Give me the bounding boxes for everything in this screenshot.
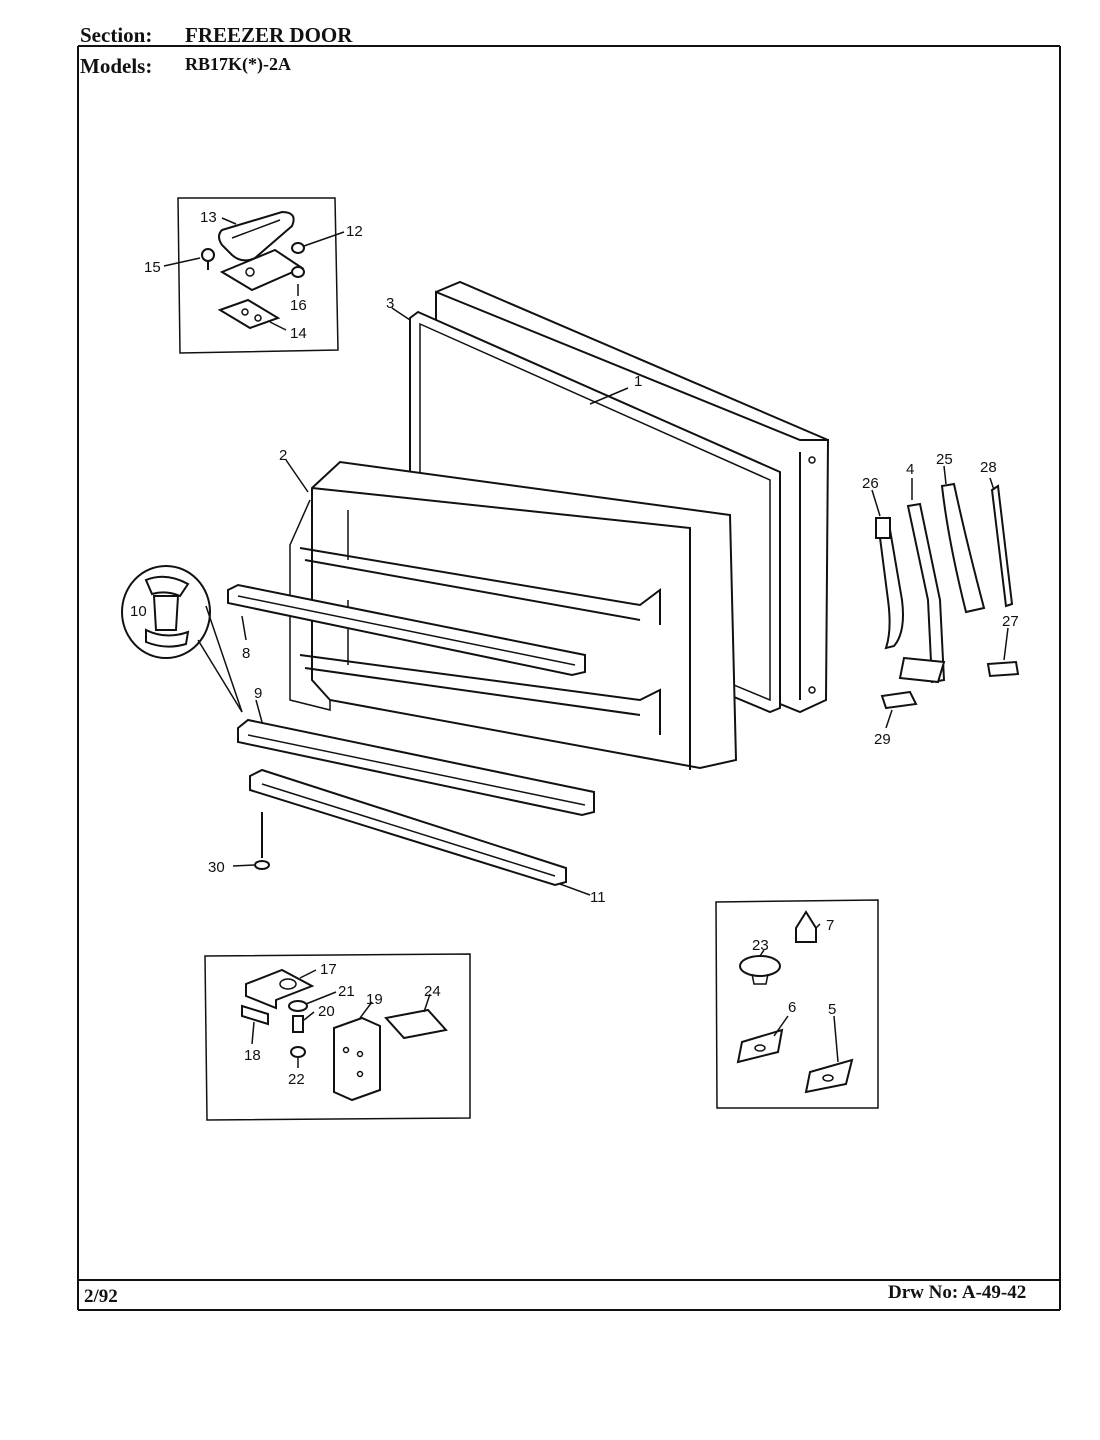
page-frame [77,45,1061,1311]
callout-17: 17 [320,961,337,978]
detail-circle-10 [121,565,243,713]
callout-1: 1 [634,373,642,390]
callout-24: 24 [424,983,441,1000]
footer-date: 2/92 [84,1286,118,1307]
callout-19: 19 [366,991,383,1008]
callout-14: 14 [290,325,307,342]
callout-23: 23 [752,937,769,954]
callout-20: 20 [318,1003,335,1020]
models-label: Models: [80,54,153,78]
callout-10: 10 [130,603,147,620]
shelf-rail [227,583,586,677]
callout-27: 27 [1002,613,1019,630]
callout-26: 26 [862,475,879,492]
callout-15: 15 [144,259,161,276]
callout-25: 25 [936,451,953,468]
callout-29: 29 [874,731,891,748]
door-inner-liner [289,460,738,770]
hinge-cover-part [218,210,295,262]
callout-16: 16 [290,297,307,314]
section-title: FREEZER DOOR [185,23,353,47]
callout-labels: 1 2 3 4 5 6 7 8 9 10 11 12 13 14 15 16 1… [130,209,1019,1088]
callout-6: 6 [788,999,796,1016]
callout-13: 13 [200,209,217,226]
callout-28: 28 [980,459,997,476]
callout-11: 11 [590,889,606,906]
callout-2: 2 [279,447,287,464]
callout-3: 3 [386,295,394,312]
callout-8: 8 [242,645,250,662]
lower-trim [237,718,595,817]
drawing-number: Drw No: A-49-42 [888,1282,1027,1303]
callout-4: 4 [906,461,914,478]
hinge-cover-group [177,197,339,354]
callout-21: 21 [338,983,355,1000]
callout-18: 18 [244,1047,261,1064]
callout-12: 12 [346,223,363,240]
callout-22: 22 [288,1071,305,1088]
callout-7: 7 [826,917,834,934]
models-value: RB17K(*)-2A [185,54,291,74]
fastener-group [715,899,879,1109]
callout-5: 5 [828,1001,836,1018]
section-label: Section: [80,23,153,47]
handle-parts [875,482,1020,710]
bottom-trim [249,768,567,887]
leader-lines [163,217,1009,1068]
callout-30: 30 [208,859,225,876]
hinge-hardware-group [204,953,471,1121]
callout-9: 9 [254,685,262,702]
